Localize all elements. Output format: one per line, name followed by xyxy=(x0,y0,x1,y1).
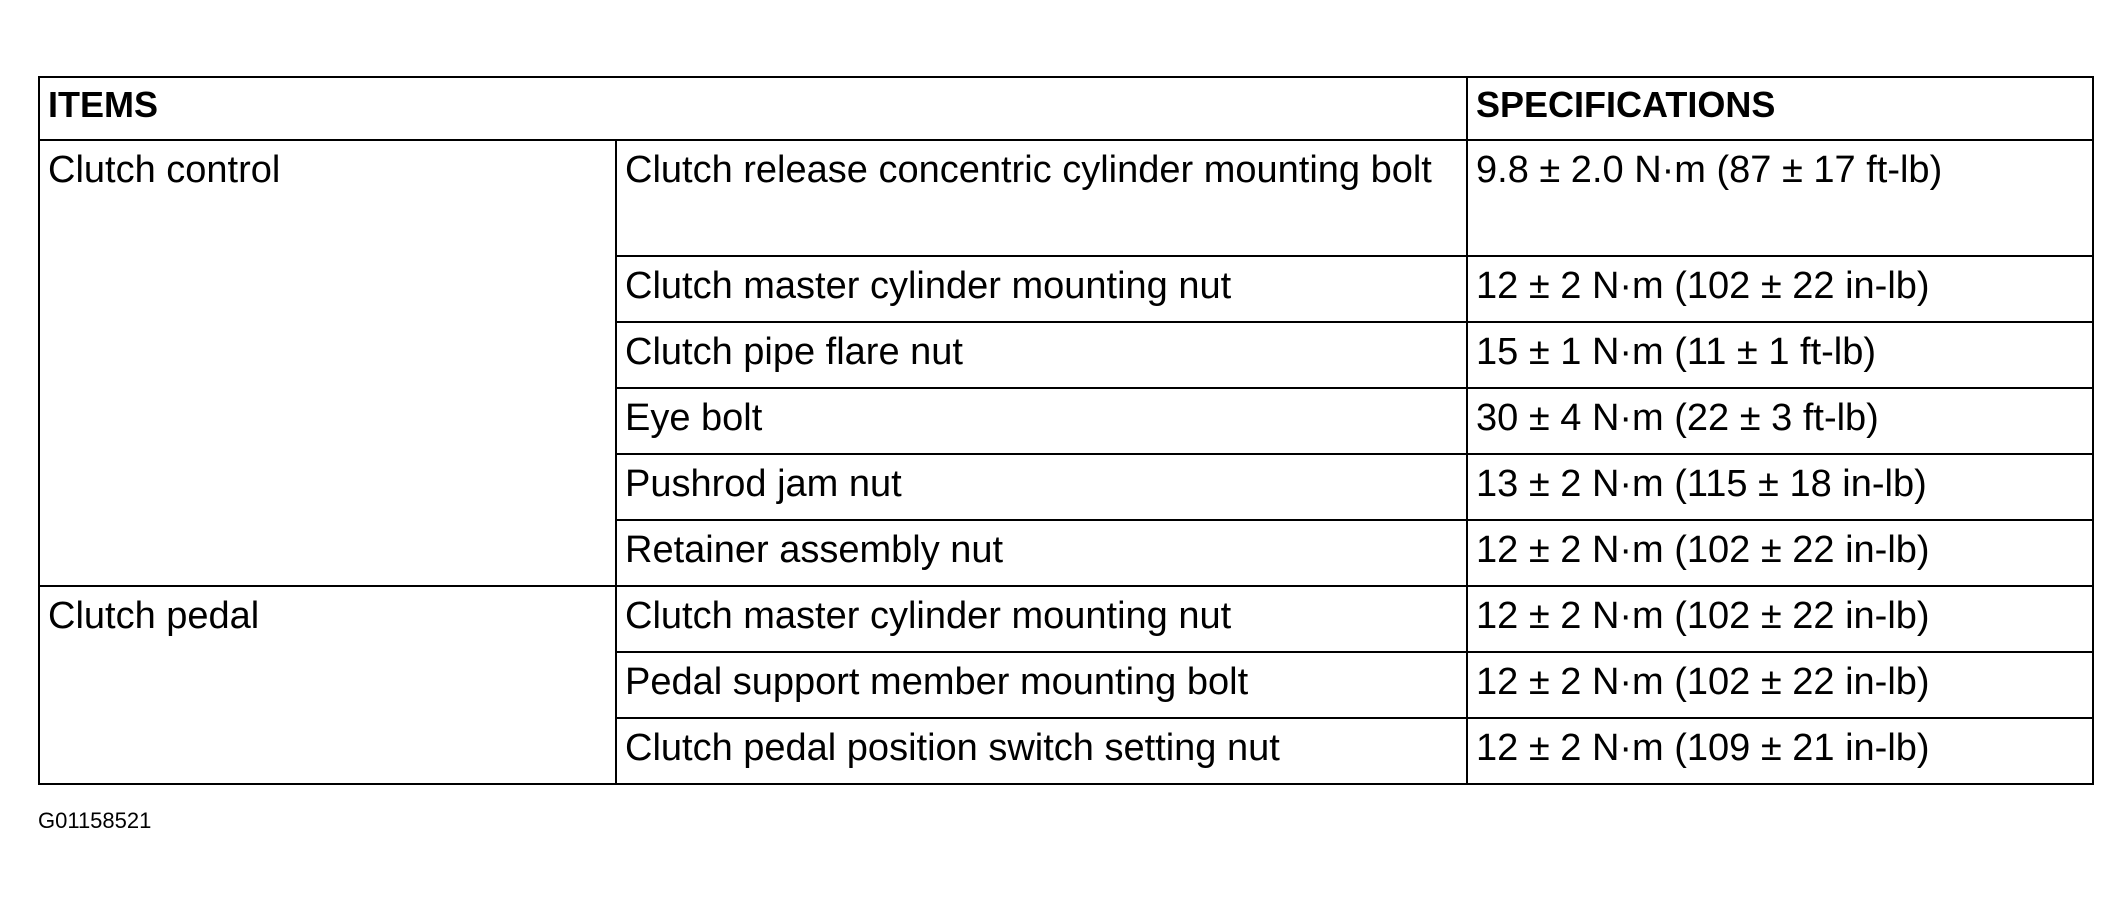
item-cell: Retainer assembly nut xyxy=(614,519,1469,587)
item-cell: Clutch master cylinder mounting nut xyxy=(614,255,1469,323)
table-row: Retainer assembly nut 12 ± 2 N·m (102 ± … xyxy=(39,519,2095,587)
table-header-row: ITEMS SPECIFICATIONS xyxy=(37,76,2095,141)
item-cell: Eye bolt xyxy=(614,387,1469,455)
item-cell: Pedal support member mounting bolt xyxy=(614,651,1469,719)
item-cell: Clutch release concentric cylinder mount… xyxy=(614,139,1469,257)
item-cell: Clutch pedal position switch setting nut xyxy=(614,717,1469,785)
spec-cell: 30 ± 4 N·m (22 ± 3 ft-lb) xyxy=(1466,387,2095,455)
spec-cell: 13 ± 2 N·m (115 ± 18 in-lb) xyxy=(1466,453,2095,521)
item-cell: Clutch master cylinder mounting nut xyxy=(614,585,1469,653)
spec-cell: 12 ± 2 N·m (102 ± 22 in-lb) xyxy=(1466,585,2095,653)
table-row: Clutch pedal position switch setting nut… xyxy=(39,717,2095,785)
spec-cell: 9.8 ± 2.0 N·m (87 ± 17 ft-lb) xyxy=(1466,139,2095,257)
item-cell: Pushrod jam nut xyxy=(614,453,1469,521)
torque-spec-table: ITEMS SPECIFICATIONS Clutch control Clut… xyxy=(37,76,2095,785)
item-cell: Clutch pipe flare nut xyxy=(614,321,1469,389)
specifications-header: SPECIFICATIONS xyxy=(1466,76,2095,141)
spec-cell: 15 ± 1 N·m (11 ± 1 ft-lb) xyxy=(1466,321,2095,389)
spec-cell: 12 ± 2 N·m (102 ± 22 in-lb) xyxy=(1466,651,2095,719)
spec-cell: 12 ± 2 N·m (109 ± 21 in-lb) xyxy=(1466,717,2095,785)
table-row: Clutch pipe flare nut 15 ± 1 N·m (11 ± 1… xyxy=(39,321,2095,389)
table-row: Clutch control Clutch release concentric… xyxy=(38,139,2095,587)
items-header: ITEMS xyxy=(37,76,1469,141)
table-row: Pushrod jam nut 13 ± 2 N·m (115 ± 18 in-… xyxy=(39,453,2095,521)
figure-id: G01158521 xyxy=(38,808,152,833)
table-row: Clutch pedal Clutch master cylinder moun… xyxy=(38,585,2095,785)
group-name: Clutch pedal xyxy=(38,585,617,785)
spec-cell: 12 ± 2 N·m (102 ± 22 in-lb) xyxy=(1466,255,2095,323)
spec-cell: 12 ± 2 N·m (102 ± 22 in-lb) xyxy=(1466,519,2095,587)
table-row: Clutch master cylinder mounting nut 12 ±… xyxy=(39,255,2095,323)
table-row: Eye bolt 30 ± 4 N·m (22 ± 3 ft-lb) xyxy=(39,387,2095,455)
table-row: Pedal support member mounting bolt 12 ± … xyxy=(39,651,2095,719)
group-name: Clutch control xyxy=(38,139,617,587)
